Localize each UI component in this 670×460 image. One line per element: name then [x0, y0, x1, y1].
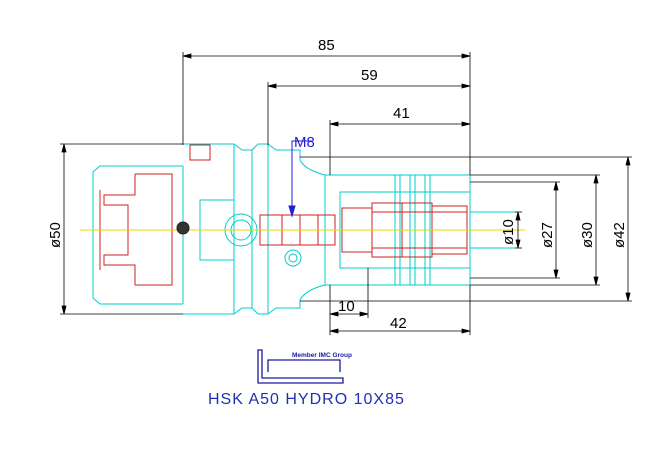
- thread-label: M8: [294, 134, 315, 151]
- dim-length-42: 42: [390, 315, 407, 332]
- dim-dia-30: ø30: [579, 222, 596, 248]
- dim-length-41: 41: [393, 105, 410, 122]
- thread-leader: [288, 140, 312, 218]
- dim-dia-42: ø42: [611, 222, 628, 248]
- iscar-logo: Member IMC Group: [257, 349, 352, 384]
- dimension-lines: [60, 52, 632, 335]
- dim-dia-50: ø50: [47, 222, 64, 248]
- dim-dia-10: ø10: [500, 219, 517, 245]
- tool-body-outline: [92, 143, 515, 315]
- dim-dia-27: ø27: [539, 222, 556, 248]
- dim-overall-length: 85: [318, 37, 335, 54]
- dim-length-59: 59: [361, 67, 378, 84]
- logo-subtitle: Member IMC Group: [292, 352, 352, 359]
- drawing-title: HSK A50 HYDRO 10X85: [208, 391, 405, 408]
- logo-mark-icon: [257, 349, 344, 384]
- dim-length-10: 10: [338, 298, 355, 315]
- balance-hole: [176, 221, 190, 235]
